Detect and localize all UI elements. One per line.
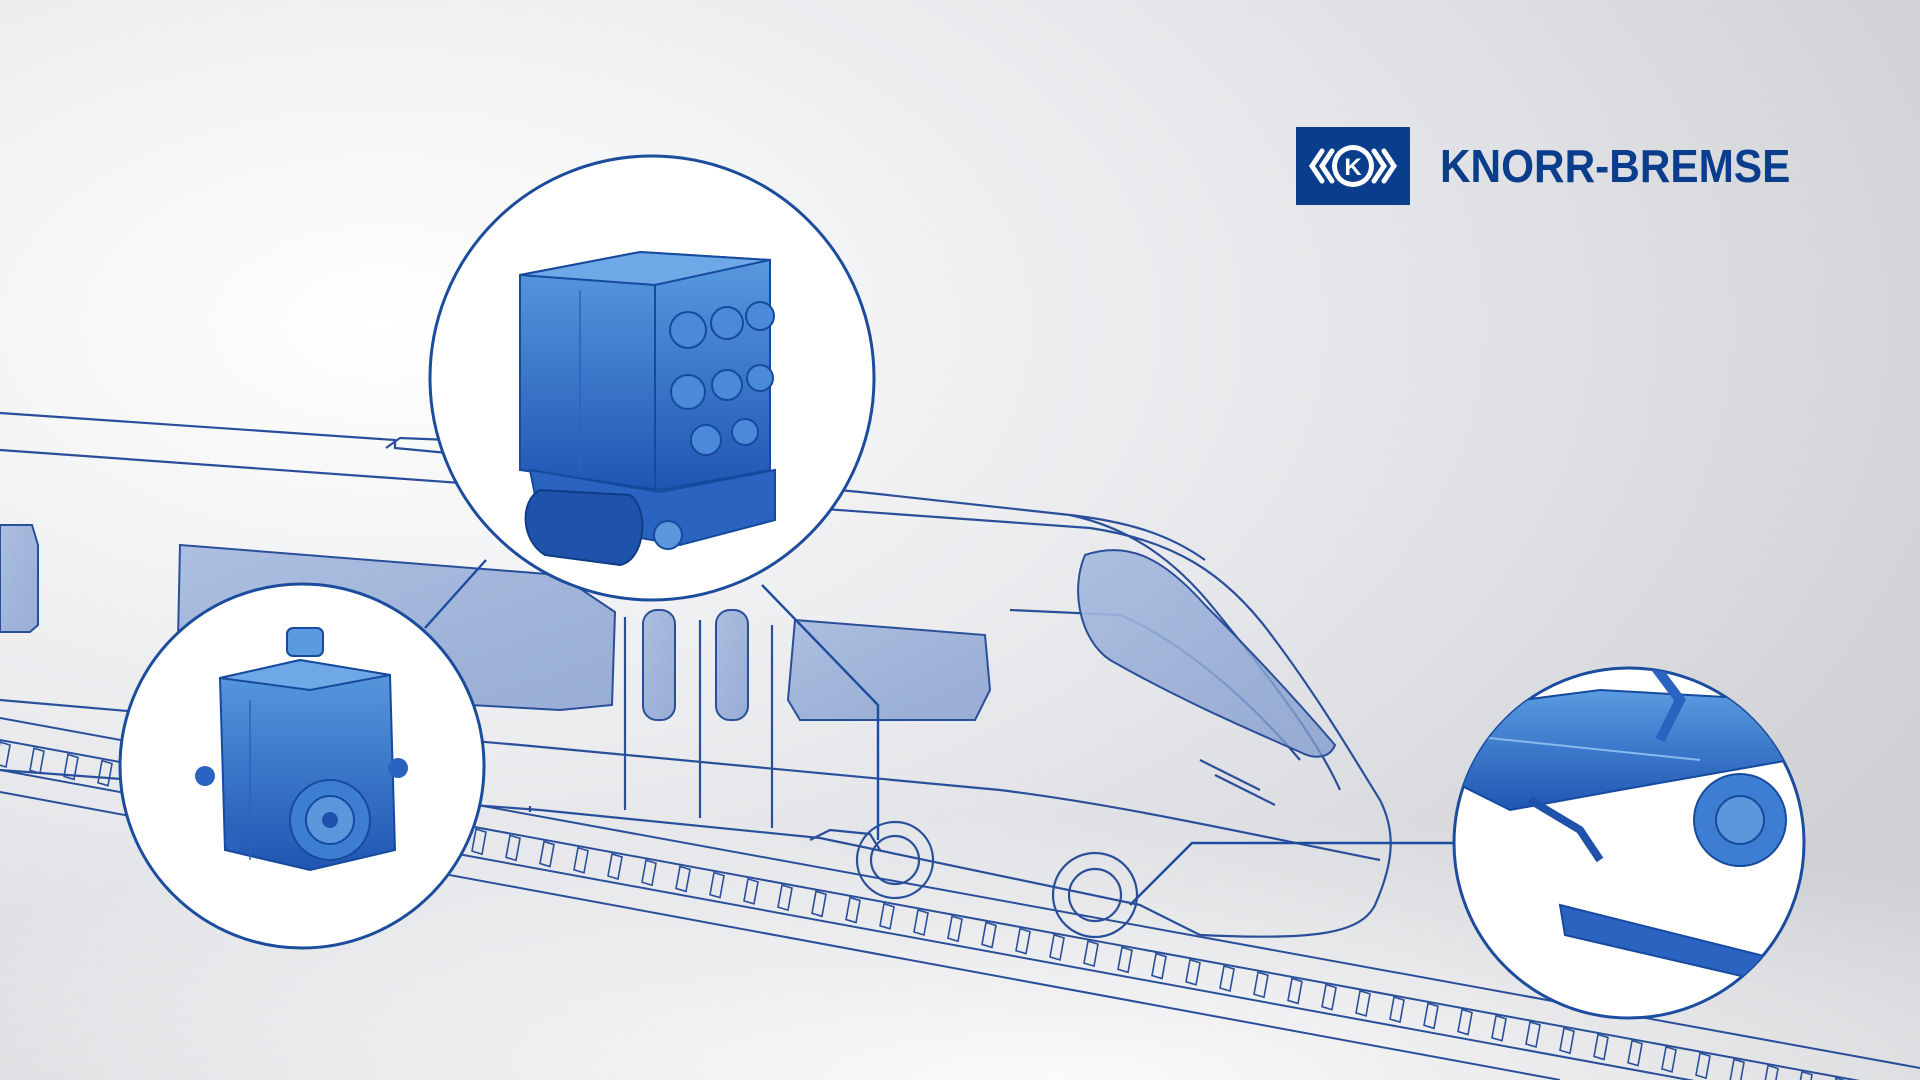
track-sleeper bbox=[1117, 946, 1133, 974]
track-sleeper bbox=[1525, 1020, 1541, 1049]
track-sleeper bbox=[1049, 933, 1065, 961]
track-sleeper bbox=[913, 908, 929, 937]
track-sleeper bbox=[947, 915, 963, 943]
callout-brake-valve bbox=[118, 582, 486, 950]
track-sleeper bbox=[981, 921, 997, 949]
track-sleeper bbox=[1457, 1008, 1473, 1036]
track-sleeper bbox=[1799, 1070, 1813, 1080]
track-sleeper bbox=[777, 884, 793, 912]
callout-brake-control-unit bbox=[428, 154, 876, 602]
track-sleeper bbox=[1287, 977, 1303, 1005]
callout-bogie-brake bbox=[1452, 666, 1806, 1020]
track-sleeper bbox=[675, 865, 691, 893]
track-sleeper bbox=[607, 852, 623, 881]
track-sleeper bbox=[539, 840, 555, 868]
track-sleeper bbox=[1764, 1064, 1779, 1080]
track-sleeper bbox=[1083, 940, 1099, 968]
track-sleeper bbox=[1559, 1027, 1575, 1055]
knorr-bremse-logo-icon: K bbox=[1296, 127, 1410, 205]
track-sleeper bbox=[1185, 958, 1201, 986]
track-sleeper bbox=[573, 846, 589, 874]
track-sleeper bbox=[1423, 1002, 1439, 1030]
track-sleeper bbox=[1321, 983, 1337, 1011]
track-sleeper bbox=[1219, 964, 1235, 993]
track-sleeper bbox=[471, 828, 487, 856]
track-sleeper bbox=[845, 896, 861, 924]
track-sleeper bbox=[879, 902, 895, 930]
brand-logo: K KNORR-BREMSE bbox=[1296, 127, 1821, 205]
track-sleeper bbox=[97, 759, 113, 787]
track-sleeper bbox=[1695, 1052, 1711, 1080]
logo-letter: K bbox=[1344, 154, 1362, 181]
track-sleeper bbox=[1491, 1014, 1507, 1042]
track-sleeper bbox=[1729, 1058, 1745, 1080]
track-sleeper bbox=[63, 753, 79, 781]
track-sleeper bbox=[709, 871, 725, 899]
track-sleeper bbox=[1253, 971, 1269, 999]
track-sleeper bbox=[0, 741, 11, 769]
track-sleeper bbox=[743, 877, 759, 905]
track-sleeper bbox=[1661, 1045, 1677, 1073]
track-sleeper bbox=[505, 834, 521, 862]
track-sleeper bbox=[1015, 927, 1031, 955]
track-sleeper bbox=[1593, 1033, 1609, 1061]
track-sleeper bbox=[811, 890, 827, 918]
brand-name: KNORR-BREMSE bbox=[1440, 140, 1791, 192]
track-sleeper bbox=[641, 859, 657, 887]
track-sleeper bbox=[1355, 989, 1371, 1017]
track-sleeper bbox=[1389, 996, 1405, 1024]
track-sleeper bbox=[1627, 1039, 1643, 1067]
track-sleeper bbox=[1151, 952, 1167, 980]
callout-leaders bbox=[424, 559, 1454, 906]
